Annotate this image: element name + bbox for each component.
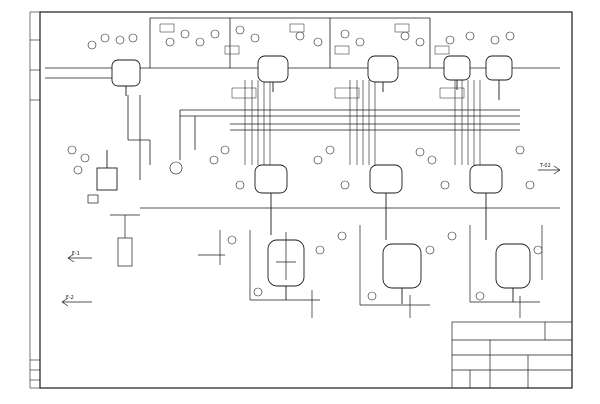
sheet-frame [29, 11, 573, 389]
vessel-feed-tank [96, 150, 118, 191]
vessel-upper-1 [111, 59, 141, 96]
stream-connectors [61, 165, 561, 307]
vessel-middle-3 [469, 164, 503, 240]
stream-label-right: T-02 [539, 163, 551, 169]
vessel-middle-1 [254, 164, 288, 235]
vertical-line-bundles [244, 80, 481, 165]
upper-tag-boxes [159, 23, 465, 99]
lower-reactor-row [267, 232, 531, 304]
vessel-upper-4 [443, 55, 471, 90]
vessel-upper-3 [367, 55, 399, 92]
lower-instrument-clusters [227, 231, 543, 301]
middle-instrument-clusters [67, 145, 535, 190]
vessel-upper-5 [485, 55, 513, 100]
stream-label-left-1: F-1 [72, 251, 80, 257]
upper-instrument-clusters [87, 25, 515, 50]
vessel-middle-2 [369, 164, 403, 240]
reactor-lower-1 [267, 232, 305, 300]
reactor-lower-3 [495, 243, 531, 302]
reactor-lower-2 [382, 243, 422, 304]
upper-vessel-row [111, 55, 513, 100]
middle-vessel-row [96, 150, 503, 240]
left-auxiliary-units [87, 194, 140, 267]
title-block [451, 321, 573, 389]
stream-label-left-2: F-2 [66, 295, 74, 301]
lower-piping [198, 225, 543, 318]
vessel-upper-2 [257, 55, 289, 92]
